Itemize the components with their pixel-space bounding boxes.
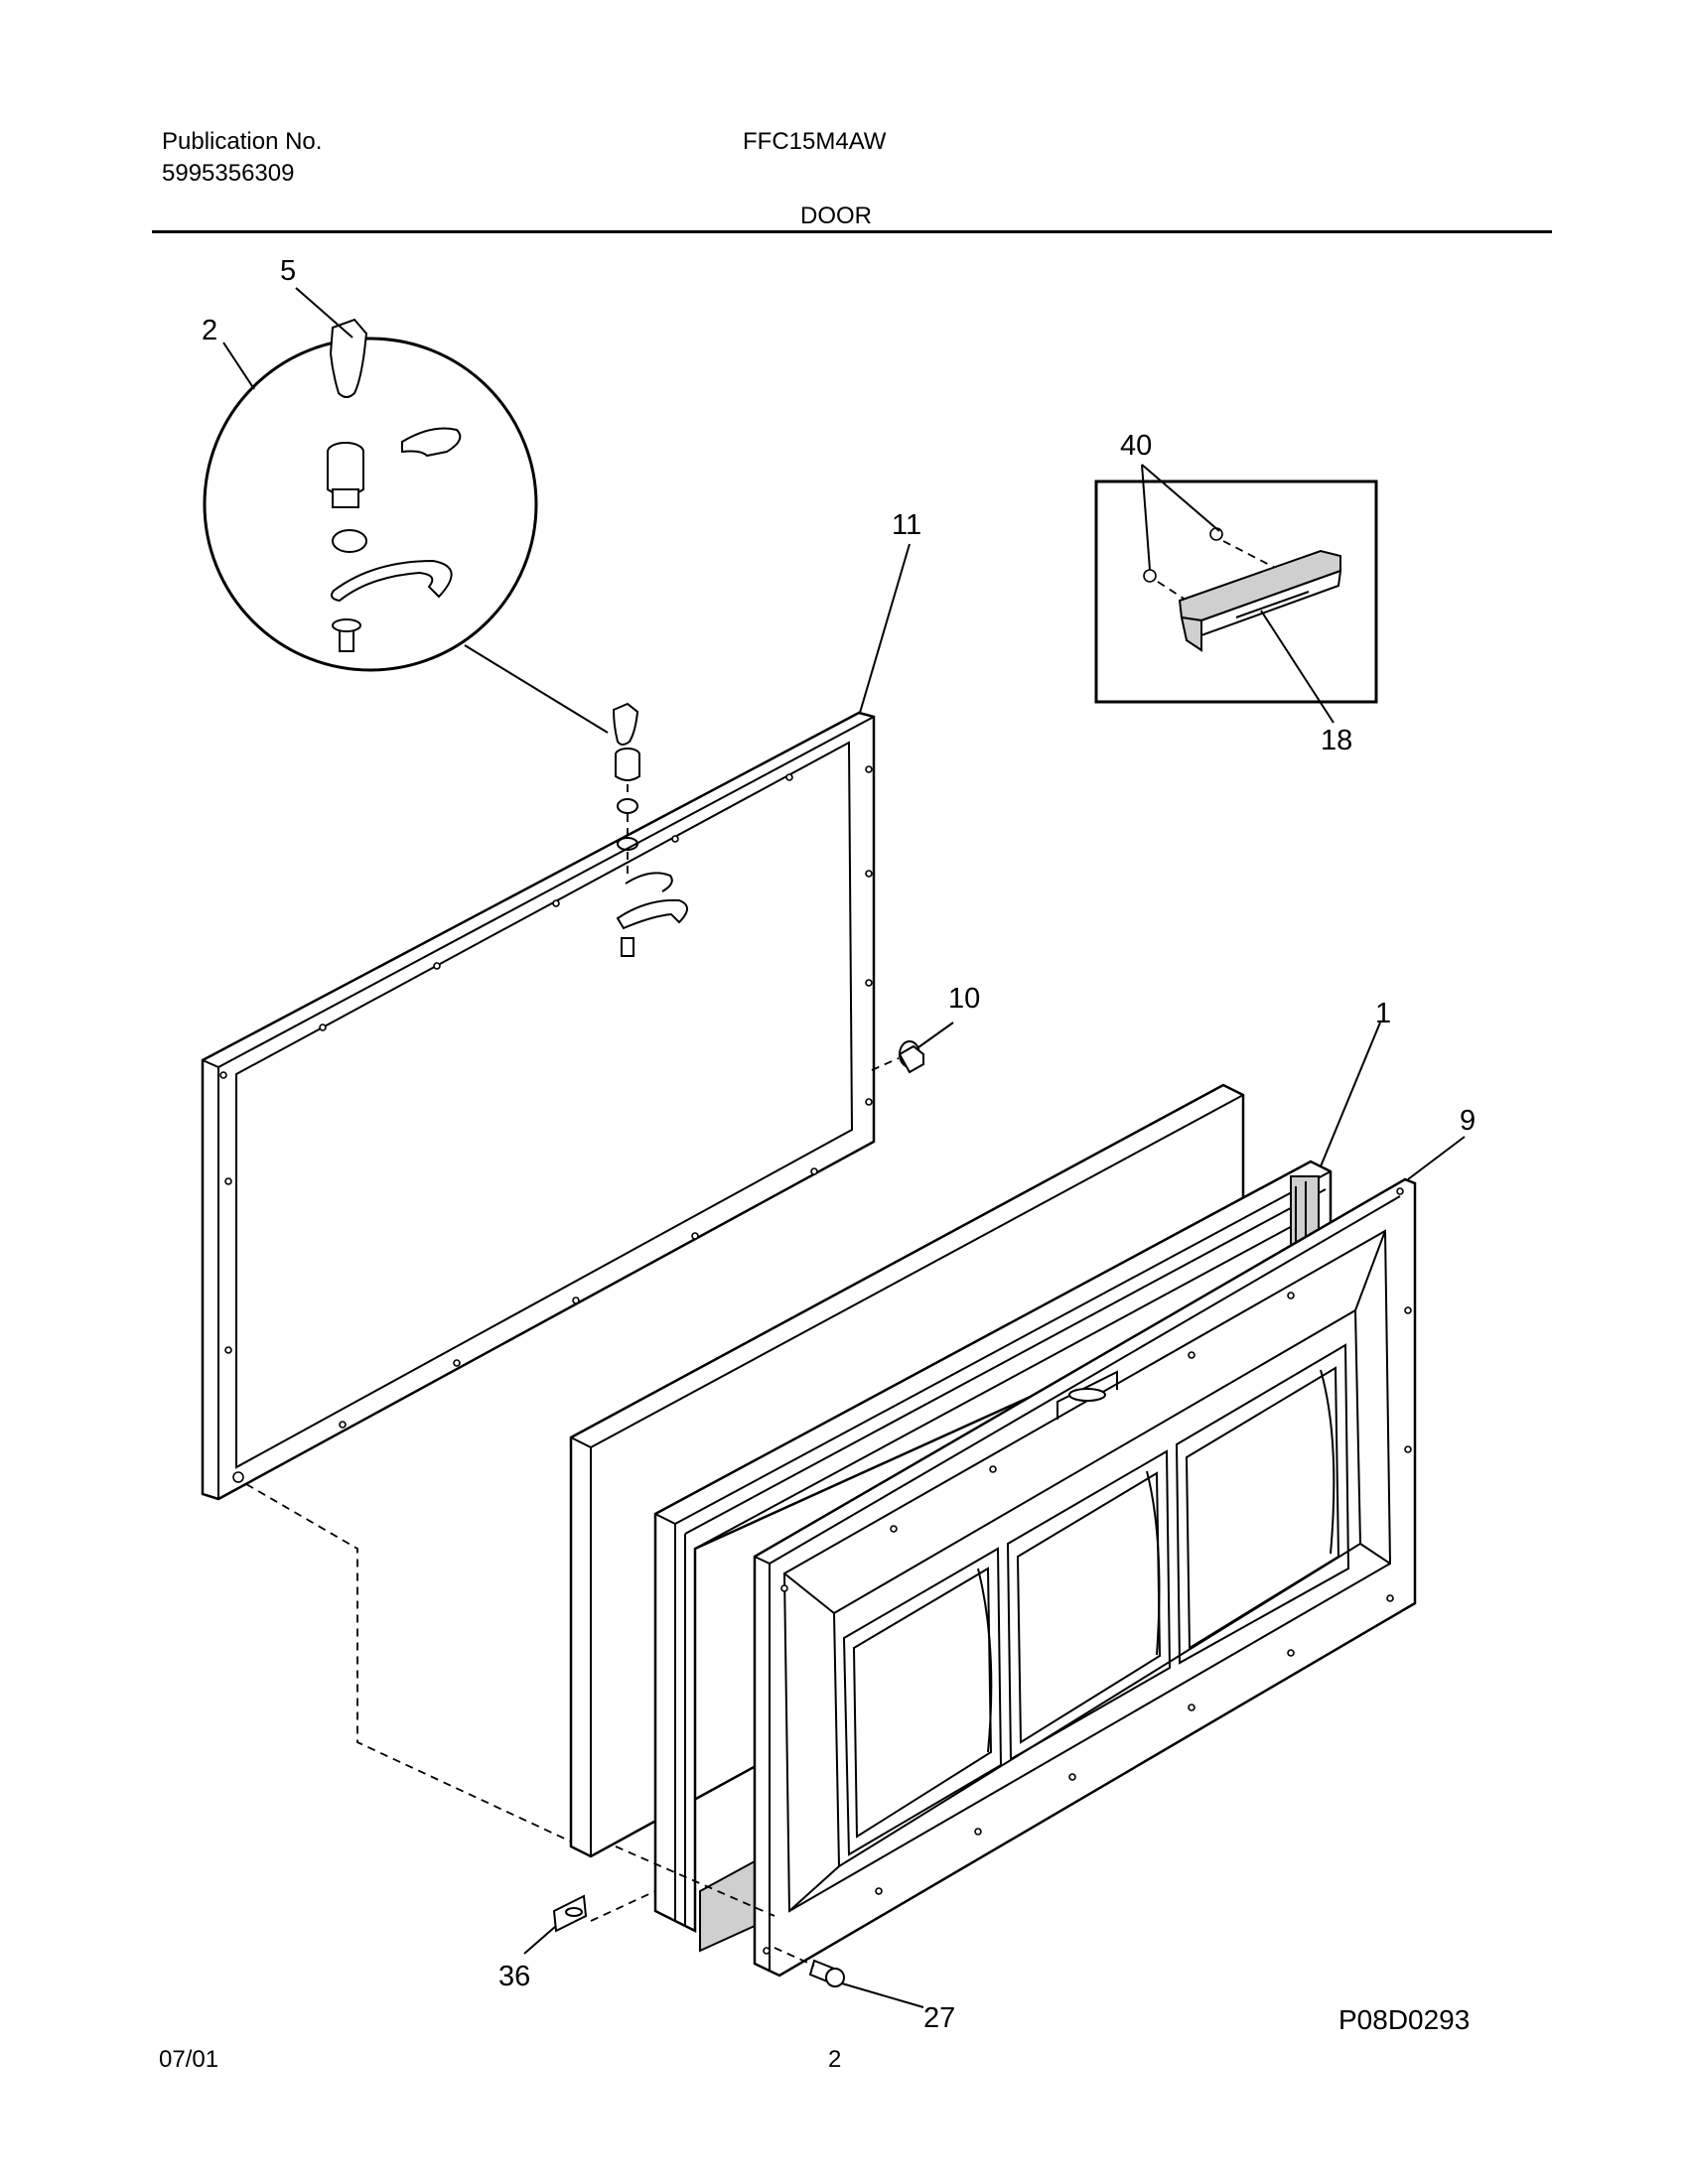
publication-number: 5995356309 bbox=[162, 160, 295, 187]
leader-27 bbox=[841, 1982, 924, 2008]
callout-2: 2 bbox=[202, 315, 217, 346]
outer-door-9 bbox=[753, 1177, 1417, 1978]
callout-11: 11 bbox=[892, 509, 921, 541]
leader-5 bbox=[295, 287, 353, 339]
model-number: FFC15M4AW bbox=[743, 128, 887, 155]
gasket-1 bbox=[653, 1160, 1333, 1953]
assembly-path bbox=[245, 1483, 572, 1843]
leader-18 bbox=[1260, 610, 1335, 724]
callout-5: 5 bbox=[280, 255, 296, 287]
hinge-pin-10 bbox=[871, 1040, 924, 1074]
leader-10 bbox=[917, 1022, 954, 1048]
page-number: 2 bbox=[828, 2046, 842, 2073]
header-rule bbox=[152, 230, 1552, 233]
callout-40: 40 bbox=[1120, 430, 1152, 462]
callout-36: 36 bbox=[498, 1961, 530, 1992]
lock-detail-circle bbox=[203, 318, 538, 672]
section-title: DOOR bbox=[800, 203, 872, 229]
detail-leader bbox=[464, 644, 609, 734]
screw-27 bbox=[808, 1959, 845, 1987]
callout-27: 27 bbox=[923, 2002, 955, 2034]
leader-40a bbox=[1141, 464, 1220, 532]
publication-label: Publication No. bbox=[162, 128, 323, 155]
leader-40b bbox=[1141, 464, 1151, 571]
callout-1: 1 bbox=[1375, 998, 1391, 1029]
handle-detail-box bbox=[1094, 479, 1378, 704]
callout-18: 18 bbox=[1321, 725, 1352, 756]
drawing-id: P08D0293 bbox=[1338, 2004, 1471, 2035]
leader-11 bbox=[859, 543, 911, 714]
leader-1 bbox=[1320, 1022, 1381, 1167]
leader-9 bbox=[1407, 1136, 1466, 1180]
callout-9: 9 bbox=[1460, 1105, 1476, 1137]
leader-36 bbox=[523, 1925, 557, 1955]
callout-10: 10 bbox=[948, 983, 980, 1015]
leader-2 bbox=[222, 341, 255, 390]
clip-36 bbox=[552, 1894, 588, 1933]
footer-date: 07/01 bbox=[159, 2046, 219, 2073]
inner-panel-11 bbox=[201, 702, 876, 1501]
